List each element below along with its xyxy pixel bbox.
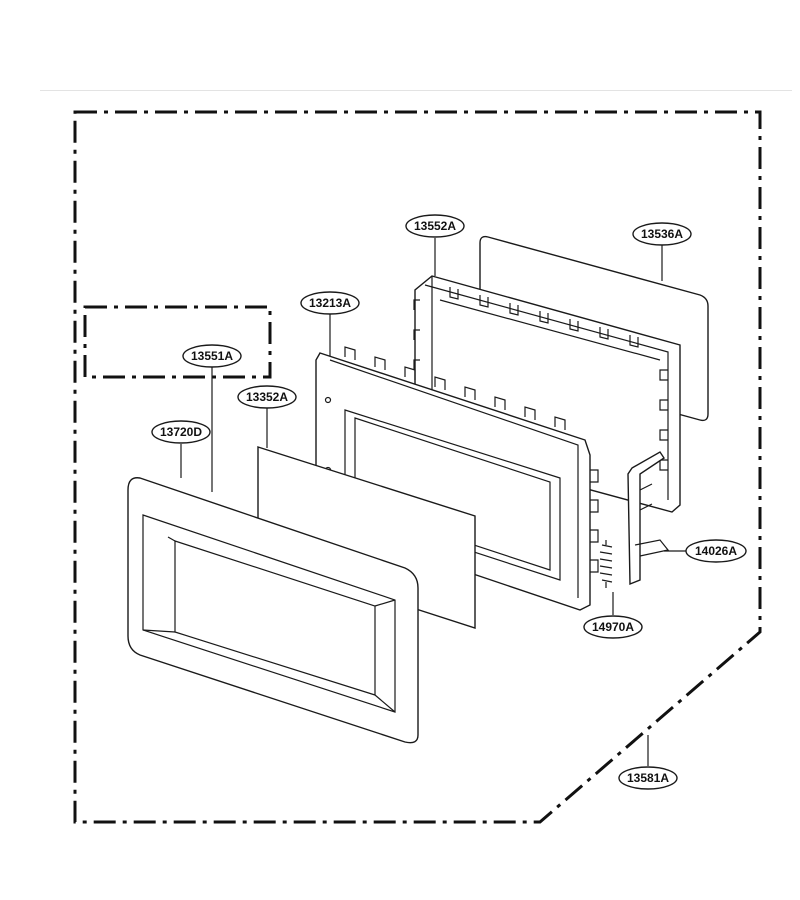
callout-13581A: 13581A <box>618 766 678 790</box>
label-13213A: 13213A <box>309 296 351 310</box>
label-13720D: 13720D <box>160 425 202 439</box>
callout-13213A: 13213A <box>300 291 360 315</box>
label-13581A: 13581A <box>627 771 669 785</box>
callout-13352A: 13352A <box>237 385 297 409</box>
leader-lines <box>180 238 686 766</box>
label-14026A: 14026A <box>695 544 737 558</box>
label-13552A: 13552A <box>414 219 456 233</box>
label-13551A: 13551A <box>191 349 233 363</box>
latch-spring-part <box>599 540 613 588</box>
callout-14970A: 14970A <box>583 615 643 639</box>
label-13352A: 13352A <box>246 390 288 404</box>
top-divider <box>40 90 792 91</box>
label-14970A: 14970A <box>592 620 634 634</box>
front-door-frame-part <box>127 477 419 744</box>
label-13536A: 13536A <box>641 227 683 241</box>
latch-hook-part <box>627 451 670 586</box>
callout-13551A: 13551A <box>182 344 242 368</box>
callout-14026A: 14026A <box>685 539 747 563</box>
subassembly-box <box>83 305 272 379</box>
assembly-boundary <box>73 110 762 824</box>
callout-13720D: 13720D <box>151 420 211 444</box>
callout-13536A: 13536A <box>632 222 692 246</box>
callout-13552A: 13552A <box>405 214 465 238</box>
